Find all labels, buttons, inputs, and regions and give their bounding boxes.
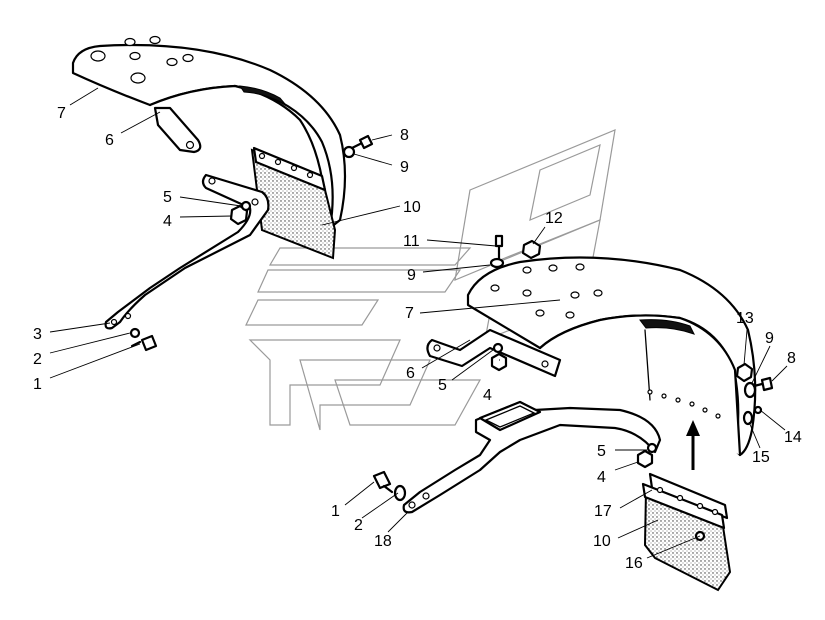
left-mud-flap xyxy=(250,146,337,260)
left-bolt-8 xyxy=(350,134,374,150)
callout-7-left: 7 xyxy=(57,105,66,122)
left-assembly xyxy=(71,35,374,352)
right-support-arm xyxy=(402,400,662,514)
callout-2-right: 2 xyxy=(354,517,363,534)
callout-labels: 7 6 8 9 5 4 10 3 2 1 12 11 9 7 6 5 4 13 … xyxy=(33,105,802,572)
callout-1-right: 1 xyxy=(331,503,340,520)
left-support-arm xyxy=(104,173,270,330)
right-mud-flap xyxy=(641,472,732,592)
callout-10-left: 10 xyxy=(403,199,421,216)
callout-5-left: 5 xyxy=(163,189,172,206)
arrow-up-icon xyxy=(686,420,700,470)
callout-4-right-lower: 4 xyxy=(597,469,606,486)
right-assembly xyxy=(372,234,774,592)
callout-9-right-side: 9 xyxy=(765,330,774,347)
right-washer-5b xyxy=(646,442,658,454)
left-washer-9 xyxy=(342,145,356,159)
callout-16: 16 xyxy=(625,555,643,572)
left-washer-5 xyxy=(240,200,252,212)
right-nut-13 xyxy=(735,362,754,383)
callout-4-right: 4 xyxy=(483,387,492,404)
right-fender xyxy=(466,256,757,457)
callout-11: 11 xyxy=(403,233,420,250)
right-washer-9-top xyxy=(489,257,505,269)
right-bolt-1 xyxy=(372,470,394,494)
callout-12: 12 xyxy=(545,210,563,227)
right-washer-5 xyxy=(492,342,504,354)
callout-9-right-top: 9 xyxy=(407,267,416,284)
callout-7-right: 7 xyxy=(405,305,414,322)
callout-2-left: 2 xyxy=(33,351,42,368)
right-bracket-6 xyxy=(426,328,562,378)
right-nut-4 xyxy=(490,352,508,372)
callout-5-right: 5 xyxy=(438,377,447,394)
left-washer-2 xyxy=(129,327,141,339)
callout-5-right-lower: 5 xyxy=(597,443,606,460)
callout-4-left: 4 xyxy=(163,213,172,230)
right-washer-2 xyxy=(393,484,407,502)
right-nut-12 xyxy=(521,239,542,260)
leader-lines xyxy=(49,87,788,559)
right-washer-14 xyxy=(753,405,763,415)
left-bracket-6 xyxy=(153,106,202,154)
callout-18: 18 xyxy=(374,533,392,550)
right-washer-9-side xyxy=(743,381,757,399)
callout-9-left: 9 xyxy=(400,159,409,176)
right-bolt-8 xyxy=(752,376,774,392)
callout-6-left: 6 xyxy=(105,132,114,149)
callout-3-left: 3 xyxy=(33,326,42,343)
right-washer-15 xyxy=(742,410,754,426)
right-bolt-11 xyxy=(494,234,504,260)
callout-13: 13 xyxy=(736,310,754,327)
callout-15: 15 xyxy=(752,449,770,466)
callout-8-right: 8 xyxy=(787,350,796,367)
callout-10-right: 10 xyxy=(593,533,611,550)
callout-6-right: 6 xyxy=(406,365,415,382)
callout-17: 17 xyxy=(594,503,612,520)
callout-8-left: 8 xyxy=(400,127,409,144)
callout-1-left: 1 xyxy=(33,376,42,393)
watermark-logo xyxy=(245,129,616,431)
left-bolt-1 xyxy=(130,334,158,352)
callout-14: 14 xyxy=(784,429,802,446)
right-nut-4b xyxy=(636,449,654,469)
